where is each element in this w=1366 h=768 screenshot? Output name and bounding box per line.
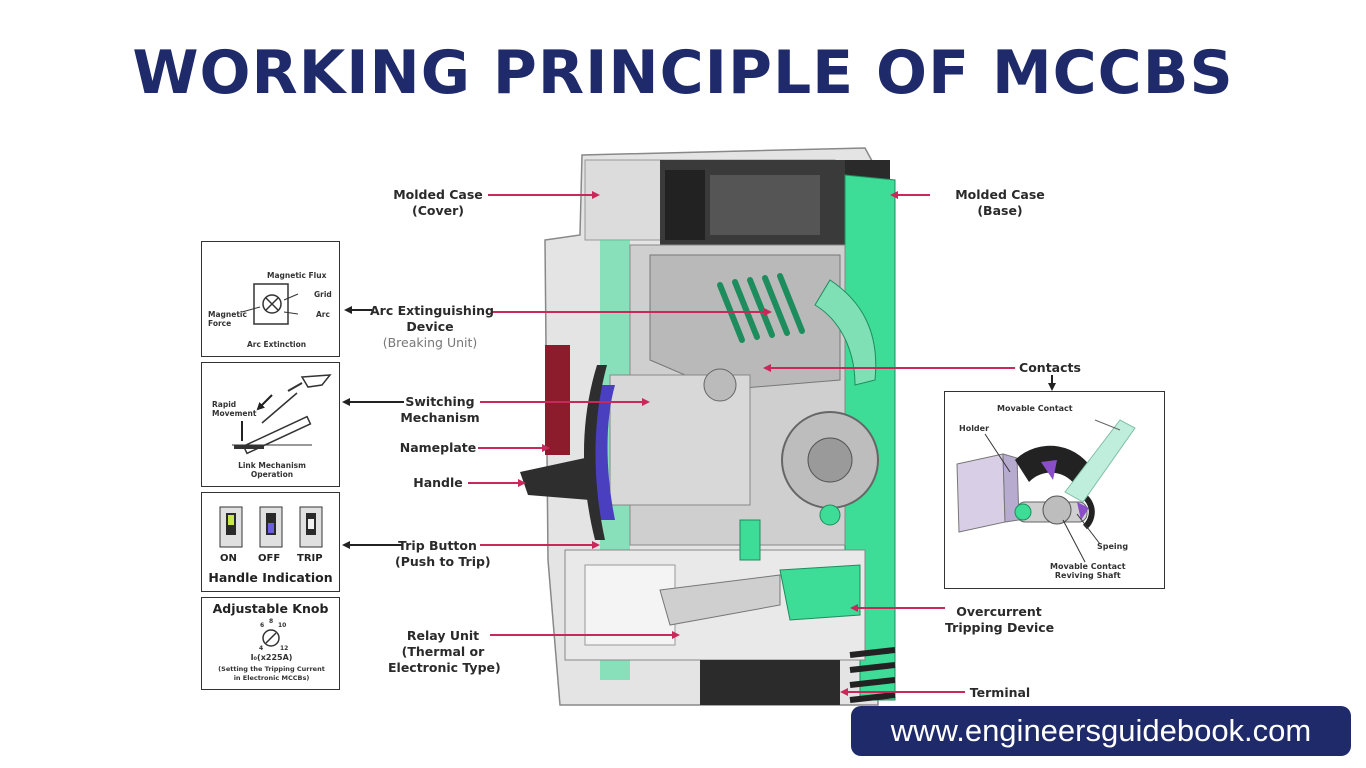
label-trip-button: Trip Button(Push to Trip) xyxy=(395,538,491,569)
label-molded-case-base: Molded Case(Base) xyxy=(955,187,1045,218)
knob-tick-4: 4 xyxy=(259,645,264,652)
grid-text: Grid xyxy=(314,290,332,299)
adjustable-knob-title: Adjustable Knob xyxy=(212,601,329,616)
movable-contact-text: Movable Contact xyxy=(997,404,1073,413)
arc-extinction-illustration xyxy=(241,283,299,325)
label-nameplate: Nameplate xyxy=(399,440,477,455)
label-molded-case-cover: Molded Case(Cover) xyxy=(393,187,483,218)
breaker-body xyxy=(520,147,896,706)
knob-tick-8: 8 xyxy=(269,618,274,625)
panel-arrows xyxy=(342,306,1056,549)
website-url-badge[interactable]: www.engineersguidebook.com xyxy=(851,706,1351,756)
knob-tick-6: 6 xyxy=(260,622,265,629)
panel-contacts-detail: Movable Contact Holder Speing Movable Co… xyxy=(944,391,1165,589)
knob-tick-12: 12 xyxy=(280,645,289,652)
panel-handle-indication: ON OFF TRIP Handle Indication xyxy=(201,492,340,592)
label-contacts: Contacts xyxy=(1019,360,1081,375)
holder-text: Holder xyxy=(959,424,990,433)
link-mechanism-illustration xyxy=(232,374,332,455)
callout-arrows xyxy=(468,191,1015,696)
knob-icon xyxy=(262,629,280,647)
spring-text: Speing xyxy=(1097,542,1129,551)
handle-indication-illustration xyxy=(219,506,323,548)
knob-tick-10: 10 xyxy=(278,622,287,629)
handle-on-label: ON xyxy=(220,553,237,564)
arc-extinction-caption: Arc Extinction xyxy=(247,340,307,349)
knob-setting-text: I₀(x225A) xyxy=(250,653,293,662)
handle-indication-caption: Handle Indication xyxy=(208,570,333,585)
panel-adjustable-knob: Adjustable Knob 6 8 10 4 12 I₀(x225A) (S… xyxy=(201,597,340,690)
label-handle: Handle xyxy=(413,475,463,490)
arc-text: Arc xyxy=(316,310,330,319)
contacts-detail-illustration xyxy=(956,419,1136,563)
handle-trip-label: TRIP xyxy=(297,553,323,564)
label-relay-unit: Relay Unit(Thermal or Electronic Type) xyxy=(388,628,501,675)
page-title: WORKING PRINCIPLE OF MCCBS xyxy=(132,38,1234,108)
magnetic-flux-text: Magnetic Flux xyxy=(267,271,327,280)
label-terminal: Terminal xyxy=(969,685,1031,700)
handle-off-label: OFF xyxy=(258,553,281,564)
